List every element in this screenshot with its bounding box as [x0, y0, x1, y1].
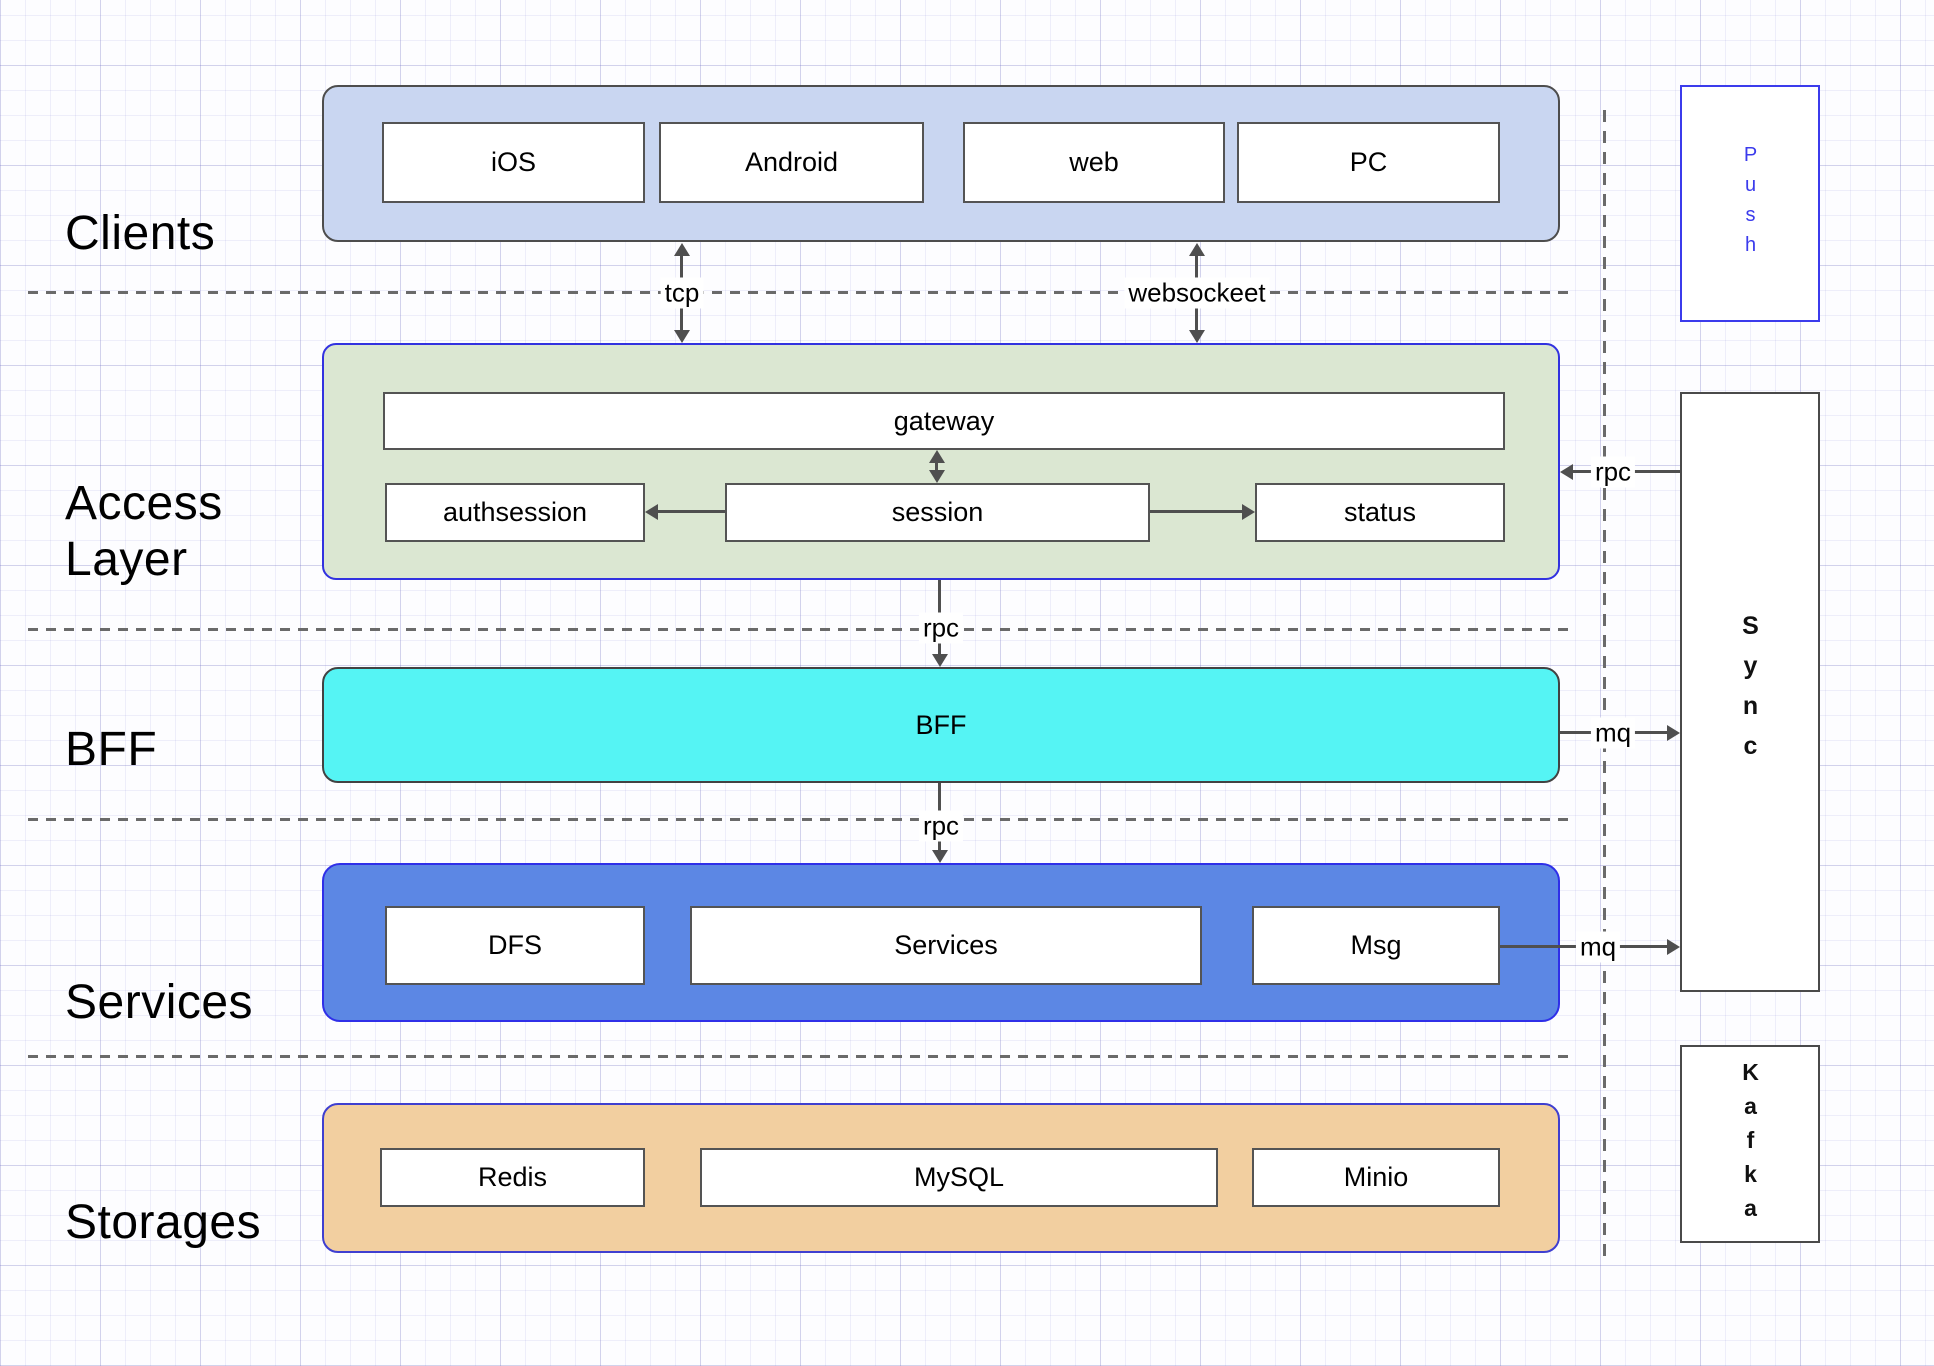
label-services: Services [65, 976, 254, 1029]
label-bff: BFF [65, 723, 158, 776]
node-bff-label: BFF [915, 709, 967, 740]
node-authsession-label: authsession [442, 497, 588, 527]
node-push[interactable]: Push [1680, 85, 1820, 322]
node-kafka-label: Kafka [1737, 1059, 1764, 1229]
node-ios[interactable]: iOS [382, 122, 645, 203]
label-access-layer: Access Layer [65, 477, 223, 587]
node-mysql[interactable]: MySQL [700, 1148, 1218, 1207]
node-minio[interactable]: Minio [1252, 1148, 1500, 1207]
edge-session-status-line [1150, 510, 1245, 513]
edge-gateway-session-arrowhead-down [929, 470, 945, 483]
node-push-label: Push [1739, 143, 1762, 264]
edge-rpc-bff-services-arrowhead [932, 850, 948, 863]
node-msg-label: Msg [1350, 930, 1402, 960]
node-android-label: Android [744, 147, 839, 177]
node-redis-label: Redis [477, 1162, 548, 1192]
node-services[interactable]: Services [690, 906, 1202, 985]
boundary-dashed-vertical [1603, 110, 1606, 1257]
edge-tcp-arrowhead-up [674, 243, 690, 256]
node-authsession[interactable]: authsession [385, 483, 645, 542]
node-dfs[interactable]: DFS [385, 906, 645, 985]
node-web-label: web [1069, 147, 1119, 177]
edge-mq-bff-sync-arrowhead [1667, 725, 1680, 741]
node-ios-label: iOS [490, 147, 536, 177]
node-status-label: status [1343, 497, 1417, 527]
label-clients: Clients [65, 207, 216, 260]
node-bff[interactable]: BFF [322, 667, 1560, 783]
edge-session-authsession-arrowhead [645, 504, 658, 520]
node-mysql-label: MySQL [913, 1162, 1005, 1192]
node-sync-label: Sync [1736, 612, 1765, 772]
edge-websocket-arrowhead-down [1189, 330, 1205, 343]
node-kafka[interactable]: Kafka [1680, 1045, 1820, 1243]
edge-session-status-arrowhead [1242, 504, 1255, 520]
edge-tcp-label: tcp [660, 277, 704, 309]
node-dfs-label: DFS [488, 930, 542, 960]
node-android[interactable]: Android [659, 122, 924, 203]
node-pc-label: PC [1349, 147, 1388, 177]
edge-rpc-access-bff-arrowhead [932, 654, 948, 667]
node-session-label: session [891, 497, 984, 527]
label-storages: Storages [65, 1196, 262, 1249]
node-gateway-label: gateway [893, 405, 995, 436]
edge-mq-services-sync-label: mq [1575, 931, 1621, 963]
edge-websocket-arrowhead-up [1189, 243, 1205, 256]
edge-gateway-session-line [935, 453, 938, 480]
node-status[interactable]: status [1255, 483, 1505, 542]
node-redis[interactable]: Redis [380, 1148, 645, 1207]
node-session[interactable]: session [725, 483, 1150, 542]
edge-mq-services-sync-arrowhead [1667, 939, 1680, 955]
edge-session-authsession-line [656, 510, 725, 513]
node-gateway[interactable]: gateway [383, 392, 1505, 450]
edge-rpc-sync-access-arrowhead [1560, 464, 1573, 480]
edge-rpc-sync-access-label: rpc [1590, 456, 1636, 488]
edge-mq-bff-sync-label: mq [1590, 717, 1636, 749]
separator-clients-access [28, 291, 1572, 294]
edge-rpc-access-bff-label: rpc [918, 612, 964, 644]
separator-access-bff [28, 628, 1572, 631]
node-web[interactable]: web [963, 122, 1225, 203]
edge-gateway-session-arrowhead-up [929, 450, 945, 463]
node-msg[interactable]: Msg [1252, 906, 1500, 985]
node-sync[interactable]: Sync [1680, 392, 1820, 992]
node-minio-label: Minio [1343, 1162, 1409, 1192]
edge-rpc-bff-services-label: rpc [918, 810, 964, 842]
node-pc[interactable]: PC [1237, 122, 1500, 203]
node-services-label: Services [894, 930, 998, 960]
edge-websocket-label: websockeet [1124, 277, 1270, 309]
separator-services-storages [28, 1055, 1572, 1058]
separator-bff-services [28, 818, 1572, 821]
edge-tcp-arrowhead-down [674, 330, 690, 343]
